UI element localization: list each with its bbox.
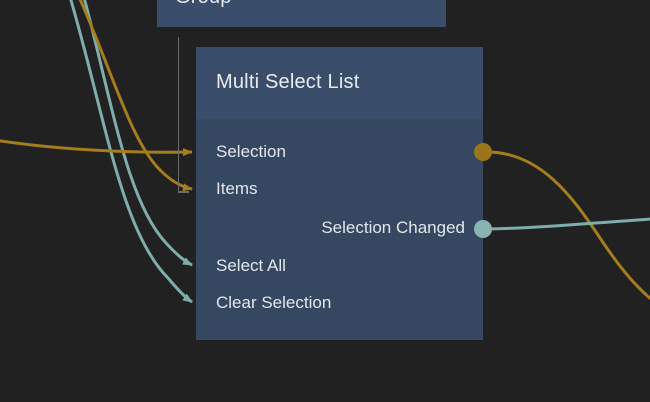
- port-label-items: Items: [216, 179, 258, 198]
- group-boundary-line: [178, 37, 179, 192]
- node-group[interactable]: Group: [157, 0, 446, 27]
- node-header[interactable]: [196, 47, 483, 119]
- port-label-clear-selection: Clear Selection: [216, 293, 332, 312]
- wire-clear-selection-in: [69, 0, 193, 304]
- port-label-selection: Selection: [216, 142, 286, 161]
- port-row-selection-changed[interactable]: Selection Changed: [196, 217, 483, 239]
- port-row-clear-selection[interactable]: Clear Selection: [196, 292, 483, 314]
- port-row-selection[interactable]: Selection: [196, 141, 483, 163]
- group-node-title: Group: [175, 0, 232, 9]
- node-multi-select-list[interactable]: Multi Select List Selection Items Select…: [196, 47, 492, 340]
- port-label-select-all: Select All: [216, 256, 286, 275]
- port-row-select-all[interactable]: Select All: [196, 255, 483, 277]
- wire-items-in: [78, 0, 193, 192]
- group-boundary-stub: [178, 191, 189, 193]
- port-row-items[interactable]: Items: [196, 178, 483, 200]
- wire-select-all-in: [83, 0, 193, 267]
- selection-changed-output-port-dot[interactable]: [474, 220, 492, 238]
- node-title: Multi Select List: [216, 71, 360, 93]
- wire-selection-out: [486, 150, 650, 301]
- selection-output-port-dot[interactable]: [474, 143, 492, 161]
- wire-selection-changed-out: [486, 217, 650, 231]
- port-label-selection-changed: Selection Changed: [321, 218, 465, 237]
- wire-selection-in: [0, 139, 193, 157]
